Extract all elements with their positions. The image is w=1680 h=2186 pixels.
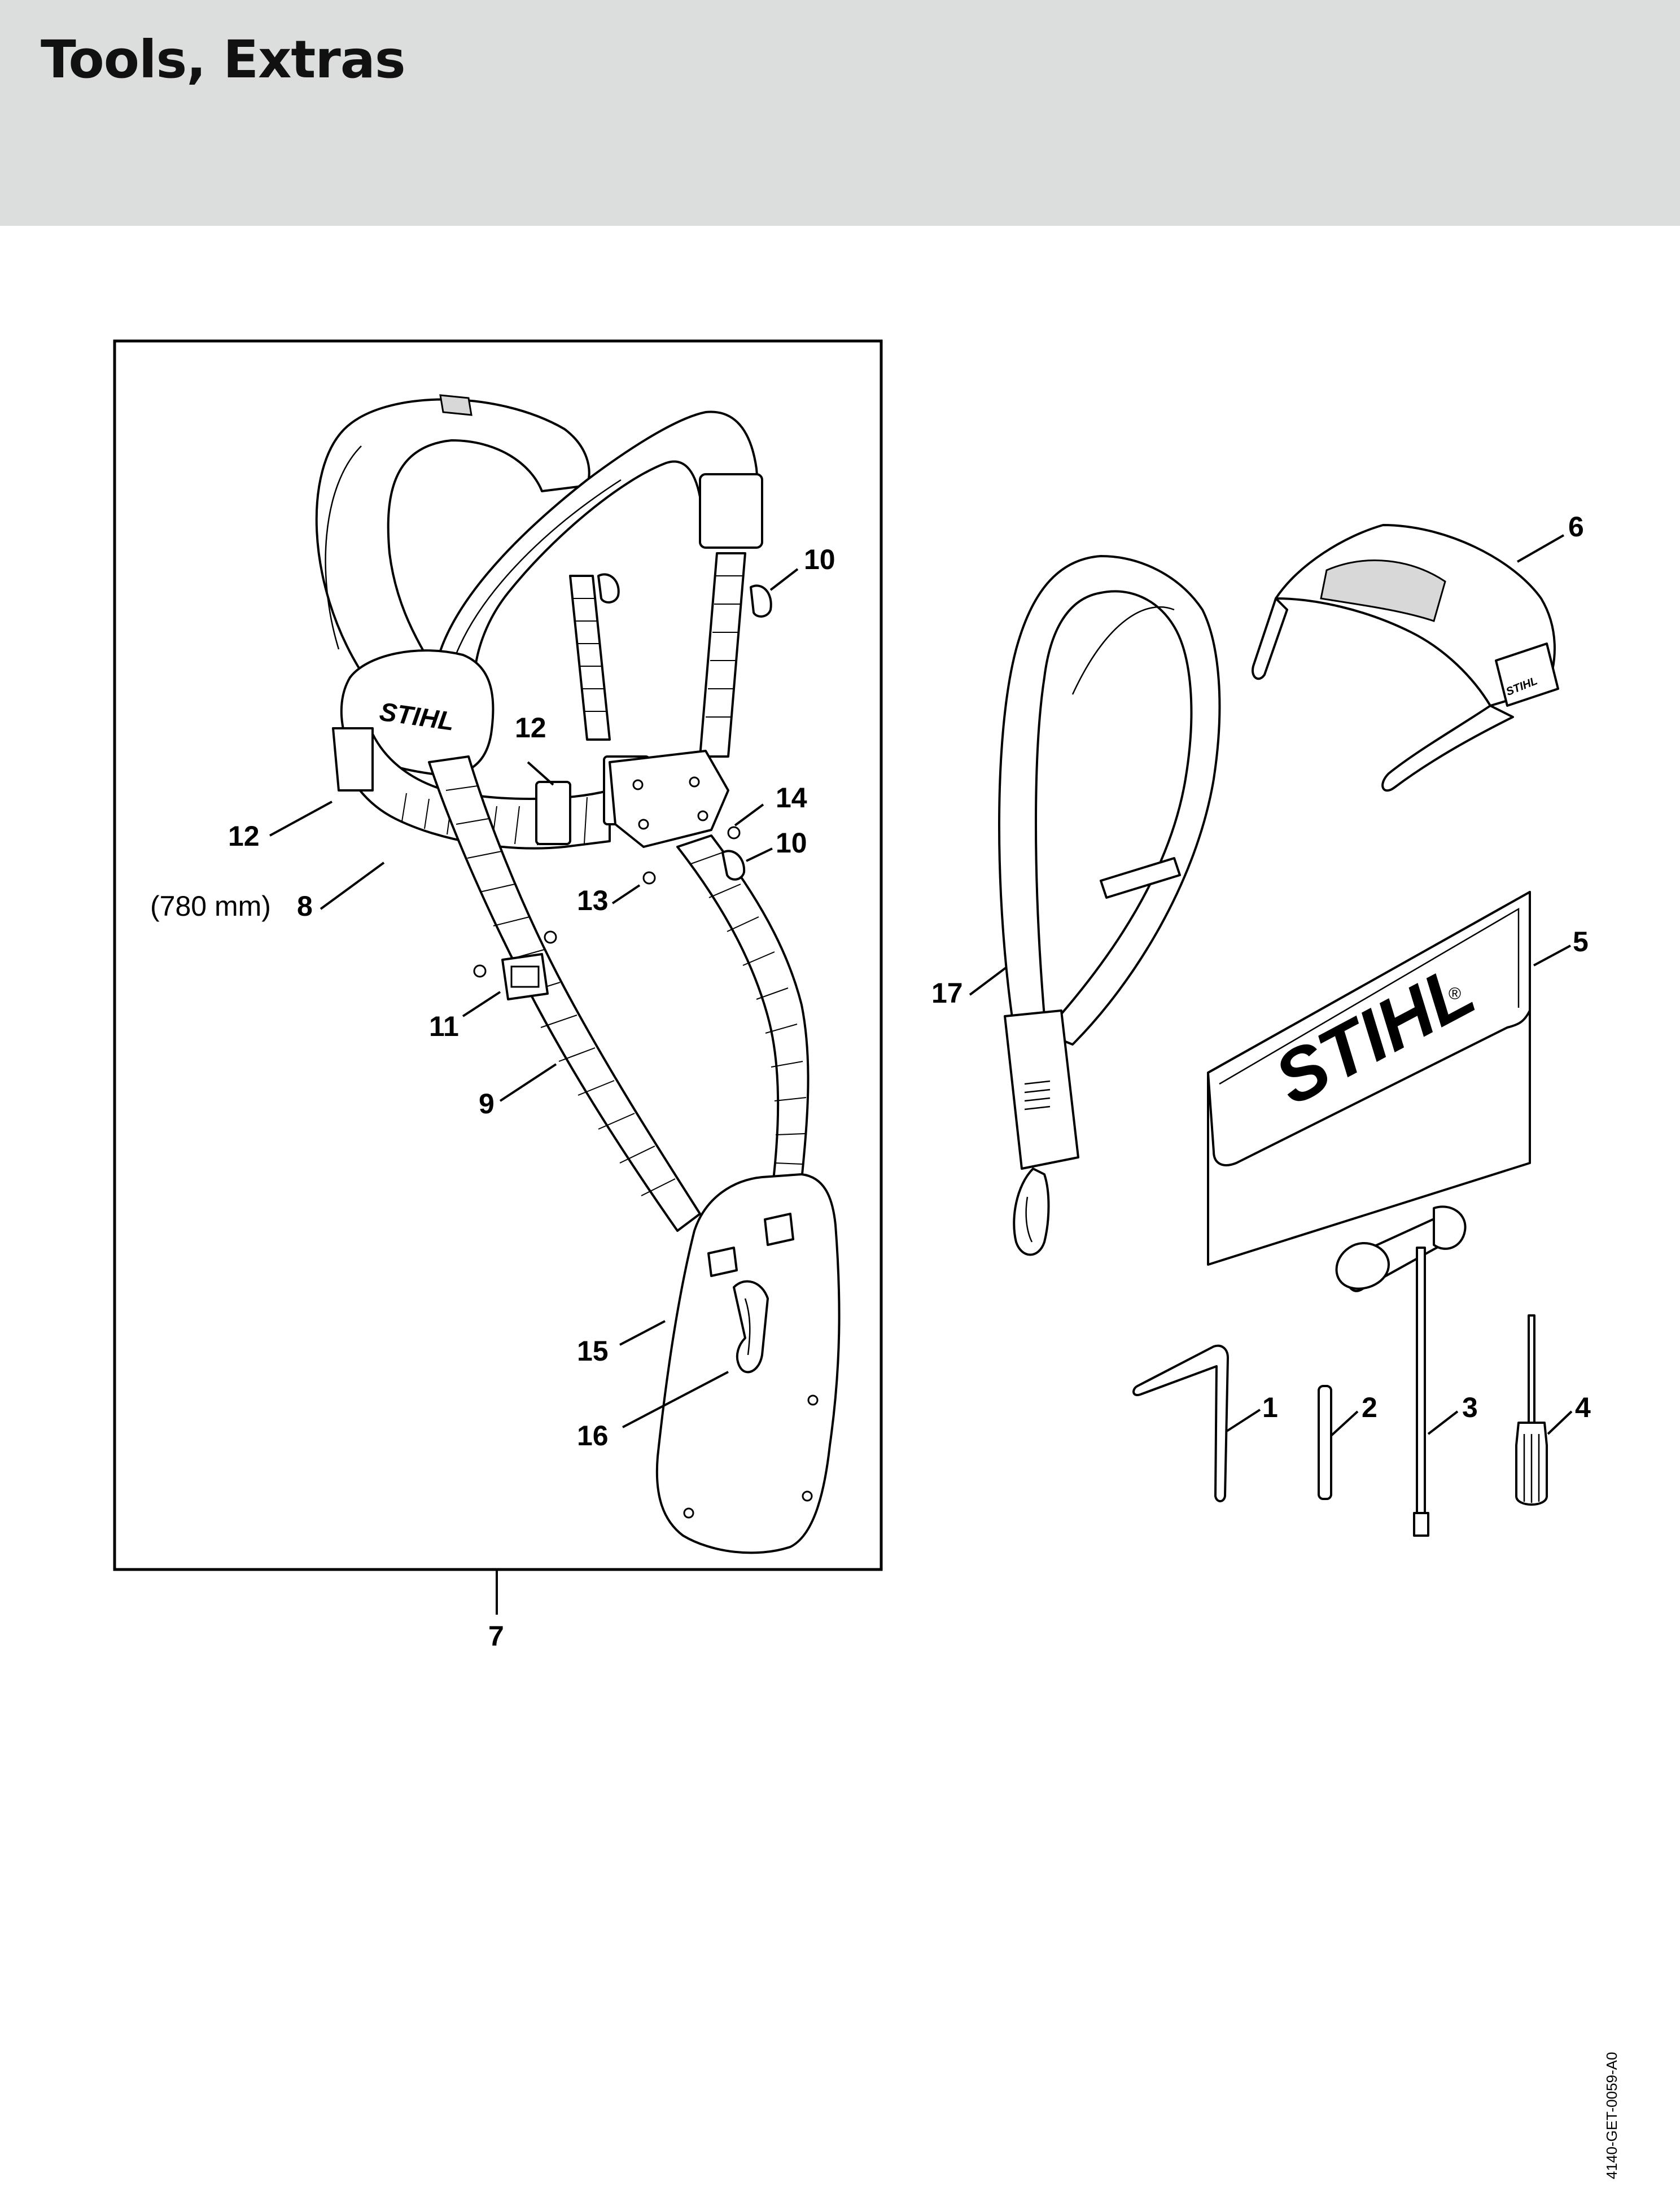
callout-7: 7 (488, 1620, 504, 1652)
callout-5: 5 (1573, 926, 1589, 958)
harness-frame (113, 339, 883, 1571)
callout-8-note: (780 mm) (150, 890, 271, 922)
tools-illustration (1132, 1205, 1548, 1537)
callout-8: 8 (297, 890, 313, 922)
page-title: Tools, Extras (41, 29, 406, 90)
callout-3: 3 (1462, 1392, 1478, 1423)
callout-14: 14 (776, 782, 807, 814)
leader-lines (269, 534, 1573, 1615)
callout-2: 2 (1362, 1392, 1377, 1423)
harness-illustration: STIHL (315, 394, 841, 1554)
glasses-illustration: STIHL (1252, 524, 1559, 792)
callout-16: 16 (577, 1420, 609, 1451)
screw-13 (642, 871, 656, 885)
callout-12-center: 12 (515, 712, 546, 744)
pouch-registered-mark: ® (1449, 985, 1461, 1003)
header-band (0, 0, 1680, 226)
callout-10-bottom: 10 (776, 827, 807, 859)
callout-15: 15 (577, 1335, 609, 1367)
shoulder-strap-illustration (998, 555, 1221, 1256)
callout-12-left: 12 (228, 820, 260, 852)
callout-6: 6 (1568, 511, 1584, 543)
screw-14 (727, 826, 741, 840)
callout-10-top: 10 (804, 544, 835, 575)
callout-1: 1 (1262, 1392, 1278, 1423)
callout-13: 13 (577, 885, 609, 916)
callout-4: 4 (1575, 1392, 1591, 1423)
pouch-illustration: STIHL ® (1207, 891, 1531, 1266)
document-code: 4140-GET-0059-A0 (1603, 2010, 1620, 2179)
callout-9: 9 (479, 1088, 495, 1120)
callout-17: 17 (931, 977, 963, 1009)
document-code-text: 4140-GET-0059-A0 (1603, 2052, 1620, 2179)
callout-11: 11 (429, 1011, 459, 1042)
